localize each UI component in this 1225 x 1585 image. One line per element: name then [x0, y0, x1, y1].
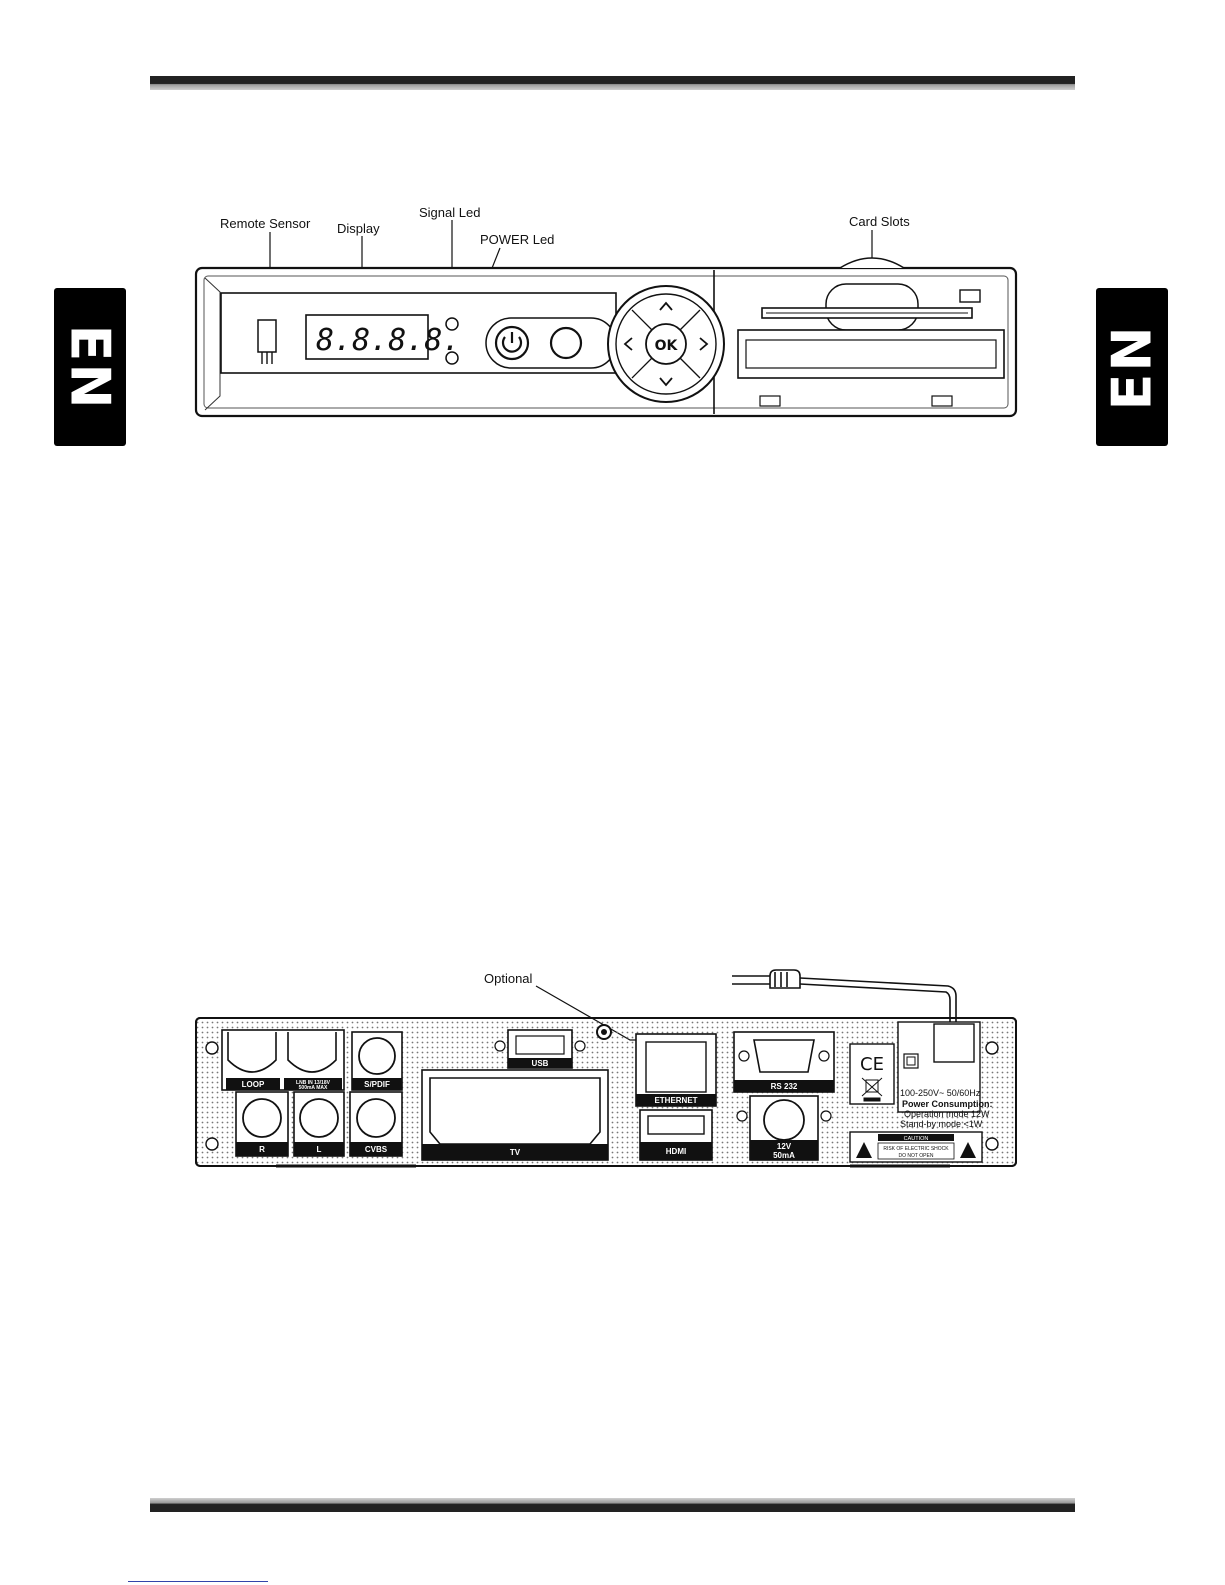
power-led-icon: [446, 352, 458, 364]
cvbs-port[interactable]: CVBS: [350, 1092, 402, 1156]
label-display: Display: [337, 221, 380, 236]
audio-l-port[interactable]: L: [294, 1092, 344, 1156]
ok-button[interactable]: OK: [655, 338, 679, 354]
loop-label: LOOP: [242, 1080, 265, 1089]
hdmi-port[interactable]: HDMI: [640, 1110, 712, 1160]
l-label: L: [317, 1145, 322, 1154]
caution-title: CAUTION: [904, 1136, 929, 1142]
caution-label: CAUTION RISK OF ELECTRIC SHOCK DO NOT OP…: [850, 1132, 982, 1162]
rs232-port[interactable]: RS 232: [734, 1032, 834, 1092]
caution-line2: DO NOT OPEN: [899, 1153, 934, 1159]
usb-port[interactable]: USB: [495, 1030, 585, 1068]
spdif-label: S/PDIF: [364, 1080, 390, 1089]
power-consumption-title: Power Consumption:: [902, 1099, 993, 1109]
rear-panel-diagram: Optional LOOP LNB IN 13/18V 500mA MAX: [0, 960, 1225, 1180]
power-standby: Stand-by mode <1W: [900, 1119, 983, 1129]
hdmi-label: HDMI: [666, 1147, 686, 1156]
ethernet-label: ETHERNET: [654, 1096, 697, 1105]
display-readout: 8.8.8.8.: [316, 323, 461, 358]
header-rule: [150, 76, 1075, 90]
ce-label: CE: [850, 1044, 894, 1104]
lnb-current-label: 500mA MAX: [299, 1085, 328, 1091]
label-card-slots: Card Slots: [849, 214, 910, 229]
power-operation: Operation mode 12W: [904, 1109, 990, 1119]
menu-button[interactable]: [551, 328, 581, 358]
label-optional: Optional: [484, 971, 533, 986]
audio-r-port[interactable]: R: [236, 1092, 288, 1156]
tv-scart-port[interactable]: TV: [422, 1070, 608, 1160]
navigation-pad[interactable]: OK: [608, 286, 724, 402]
spdif-port[interactable]: S/PDIF: [352, 1032, 402, 1090]
footer-rule: [150, 1498, 1075, 1512]
dc-out-port[interactable]: 12V 50mA: [737, 1096, 831, 1160]
r-label: R: [259, 1145, 265, 1154]
slot-indicator: [960, 290, 980, 302]
rs232-label: RS 232: [771, 1082, 798, 1091]
usb-label: USB: [532, 1059, 549, 1068]
lnb-in-port[interactable]: LNB IN 13/18V 500mA MAX: [284, 1032, 342, 1091]
label-remote-sensor: Remote Sensor: [220, 216, 311, 231]
cvbs-label: CVBS: [365, 1145, 388, 1154]
label-signal-led: Signal Led: [419, 205, 480, 220]
ethernet-port[interactable]: ETHERNET: [636, 1034, 716, 1106]
front-panel-diagram: Remote Sensor Display Signal Led POWER L…: [0, 200, 1225, 430]
card-slot-lower[interactable]: [746, 340, 996, 368]
signal-led-icon: [446, 318, 458, 330]
label-power-led: POWER Led: [480, 232, 554, 247]
power-inlet[interactable]: [934, 1024, 974, 1062]
power-rating: 100-250V~ 50/60Hz: [900, 1088, 981, 1098]
ce-mark: CE: [860, 1054, 884, 1075]
bottom-link-underline: [128, 1581, 268, 1582]
dc-voltage-label: 12V: [777, 1142, 792, 1151]
remote-sensor-icon: [258, 320, 276, 352]
dc-current-label: 50mA: [773, 1151, 795, 1160]
tv-label: TV: [510, 1148, 521, 1157]
caution-line1: RISK OF ELECTRIC SHOCK: [883, 1146, 949, 1152]
power-button[interactable]: [496, 327, 528, 359]
power-info-panel: 100-250V~ 50/60Hz Power Consumption: Ope…: [898, 1022, 993, 1129]
